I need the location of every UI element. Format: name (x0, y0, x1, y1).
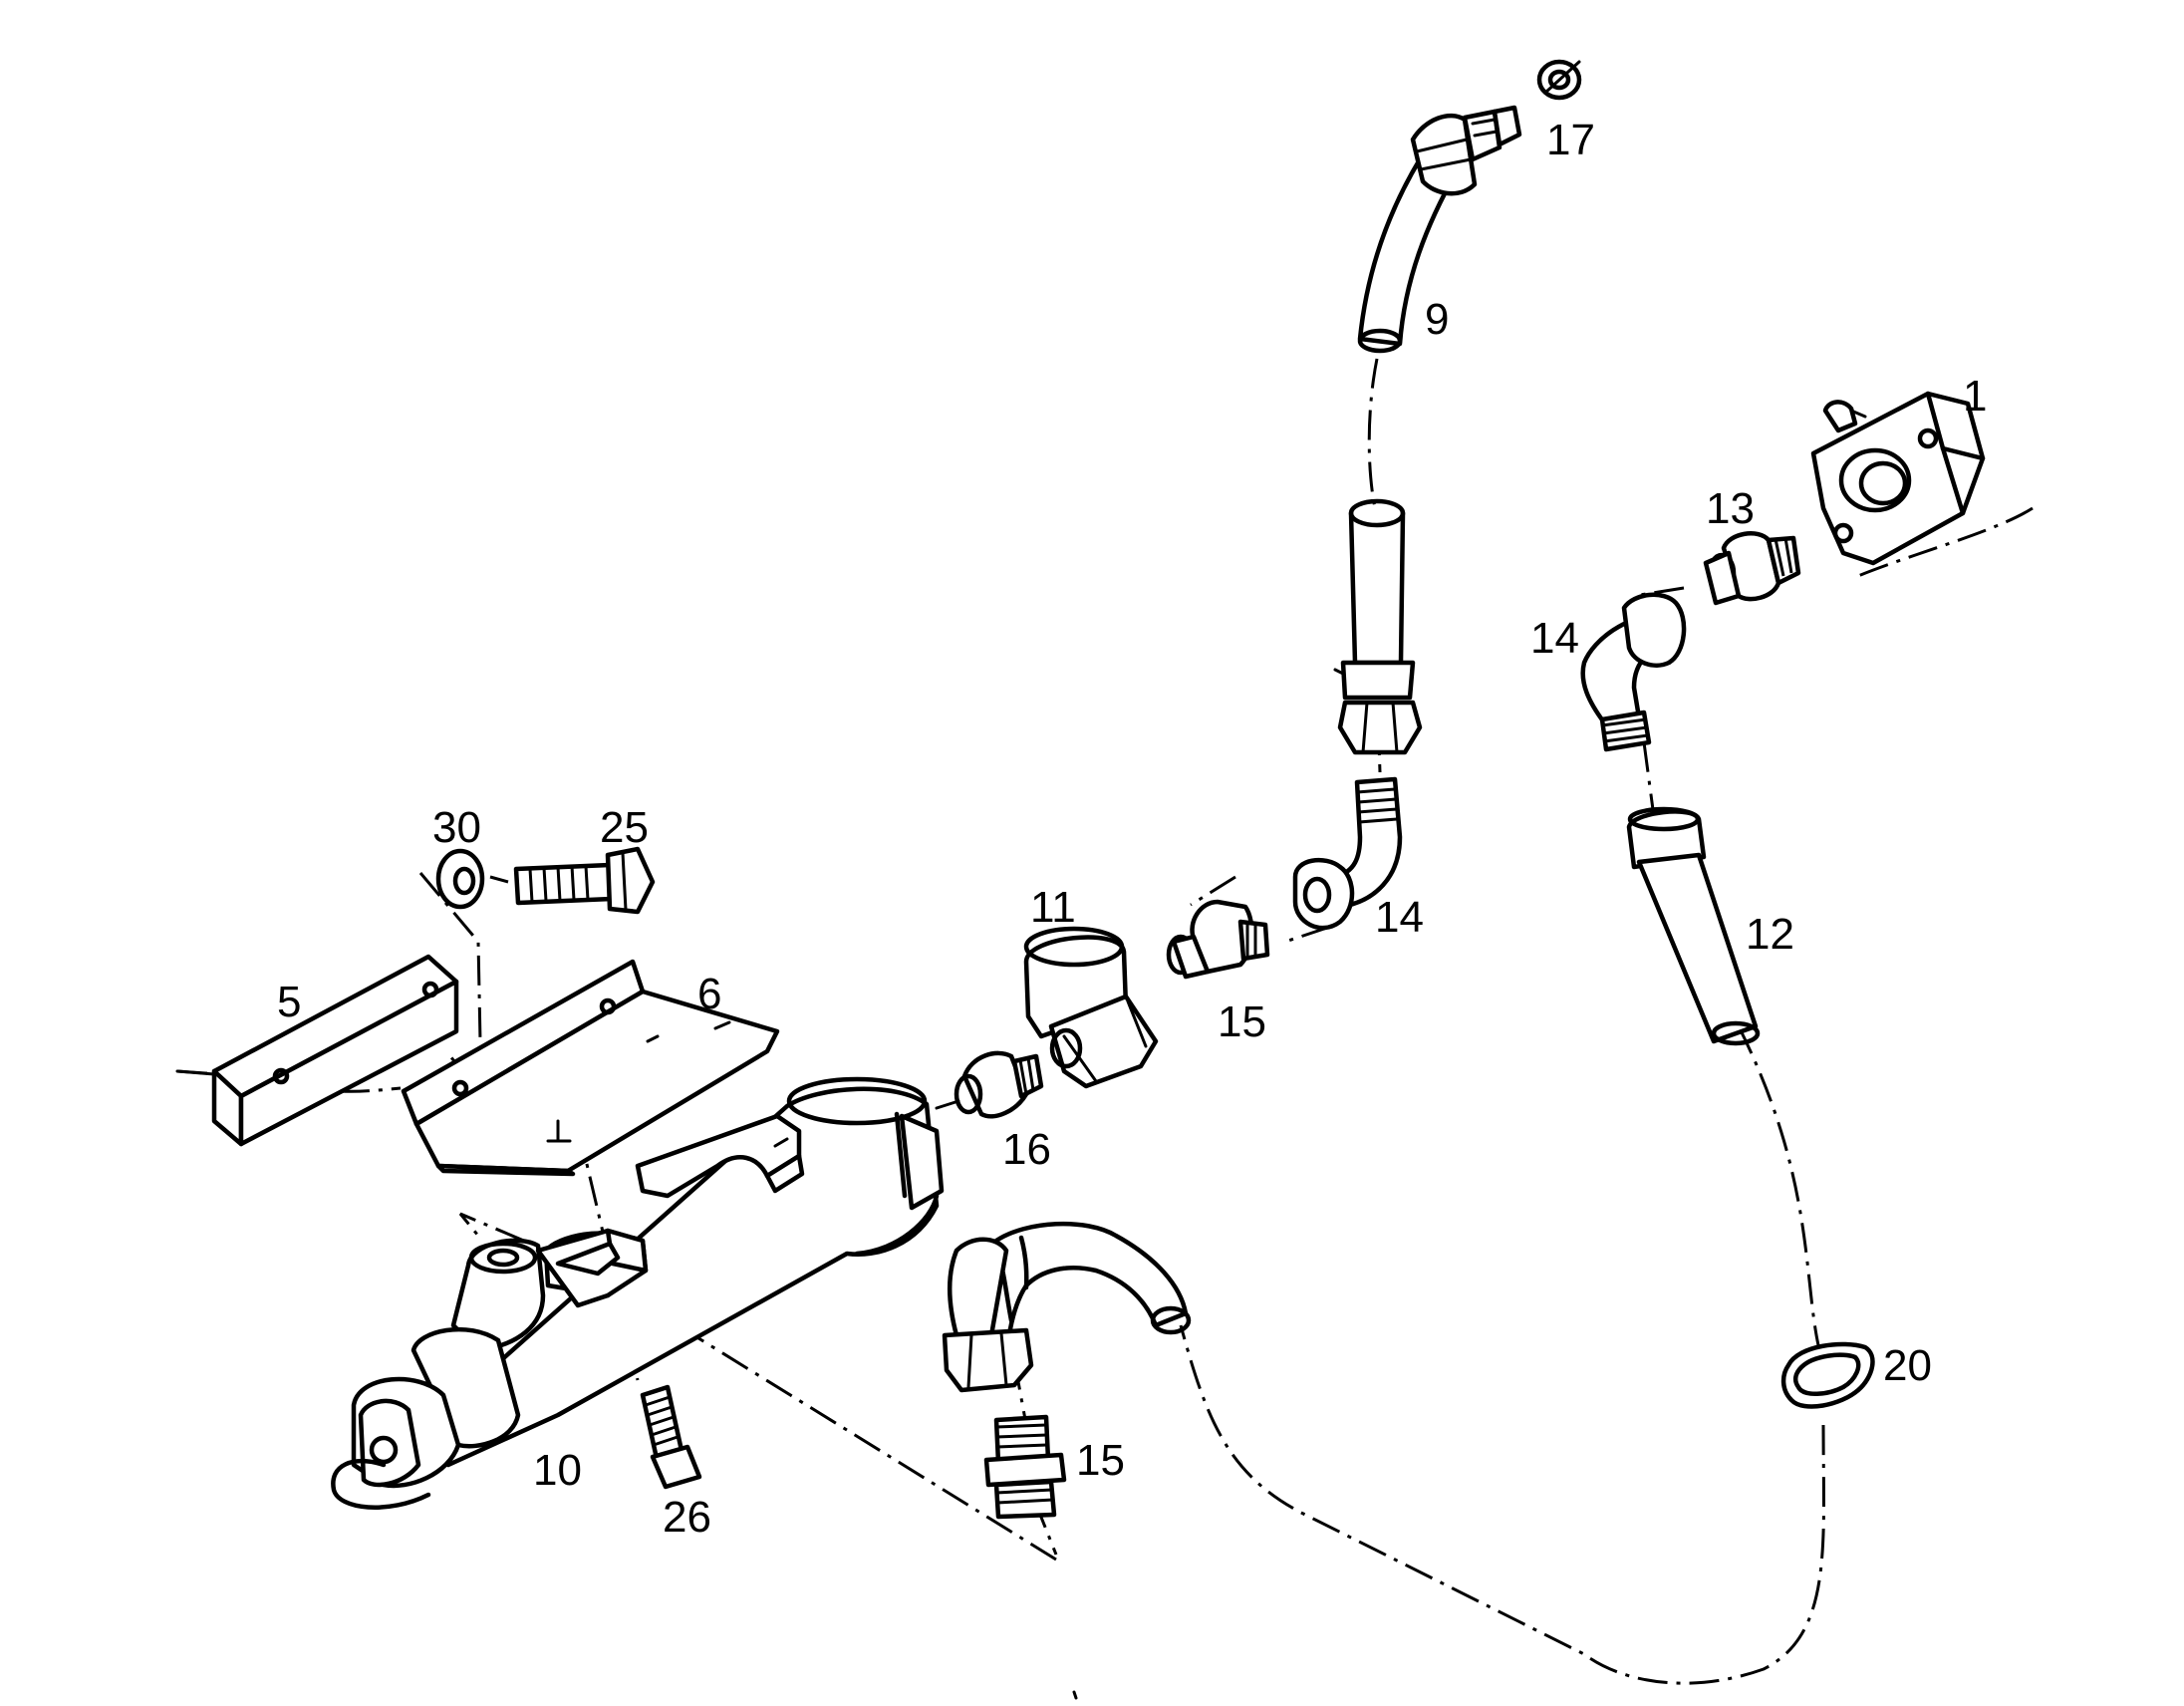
part-9-hose (1357, 105, 1522, 354)
part-11-tee-block (1023, 926, 1159, 1089)
part-6-angle-bracket (401, 959, 780, 1177)
callout-25: 25 (600, 803, 649, 852)
part-13-union (1703, 531, 1801, 606)
stray-mark (1072, 1690, 1078, 1700)
callout-13: 13 (1706, 484, 1755, 533)
callout-26: 26 (663, 1493, 711, 1542)
part-26-bolt (640, 1384, 702, 1490)
callout-15-lower: 15 (1076, 1436, 1125, 1485)
part-17-clip-washer (1536, 59, 1582, 101)
part-1-flange (1810, 391, 1986, 566)
lower-clamp (535, 1228, 649, 1308)
part-30-washer (435, 848, 485, 910)
clamp-strap (635, 1113, 805, 1199)
callout-17: 17 (1546, 116, 1595, 164)
callout-10: 10 (533, 1446, 582, 1495)
callout-11: 11 (1030, 883, 1076, 932)
part-16-fitting (935, 1050, 1044, 1119)
callout-14-center: 14 (1375, 893, 1424, 942)
callout-12: 12 (1746, 910, 1794, 959)
lower-bent-hose (942, 1221, 1192, 1393)
part-14-elbow-right (1580, 592, 1687, 752)
callout-9: 9 (1425, 295, 1449, 344)
part-15-fitting-lower (983, 1414, 1067, 1520)
callout-5: 5 (277, 978, 301, 1026)
callout-20: 20 (1883, 1341, 1932, 1390)
part-20-o-ring (1780, 1341, 1875, 1409)
callout-6: 6 (697, 970, 721, 1018)
part-10-filter-cylinder (331, 1076, 945, 1510)
part-25-hex-bolt (513, 846, 656, 915)
callout-30: 30 (432, 803, 481, 852)
hose-lower-section (1333, 498, 1423, 755)
part-14-elbow-center (1292, 776, 1403, 931)
callout-14-right: 14 (1530, 614, 1579, 663)
callout-labels: 1 5 6 9 10 11 12 13 14 14 15 15 16 17 20… (277, 116, 1987, 1542)
callout-15-upper: 15 (1218, 997, 1266, 1046)
part-5-flat-bar (175, 954, 459, 1147)
callout-16: 16 (1002, 1125, 1051, 1174)
callout-1: 1 (1963, 372, 1987, 421)
part-12-hose (1626, 806, 1761, 1046)
part-15-fitting-upper (1166, 899, 1270, 980)
